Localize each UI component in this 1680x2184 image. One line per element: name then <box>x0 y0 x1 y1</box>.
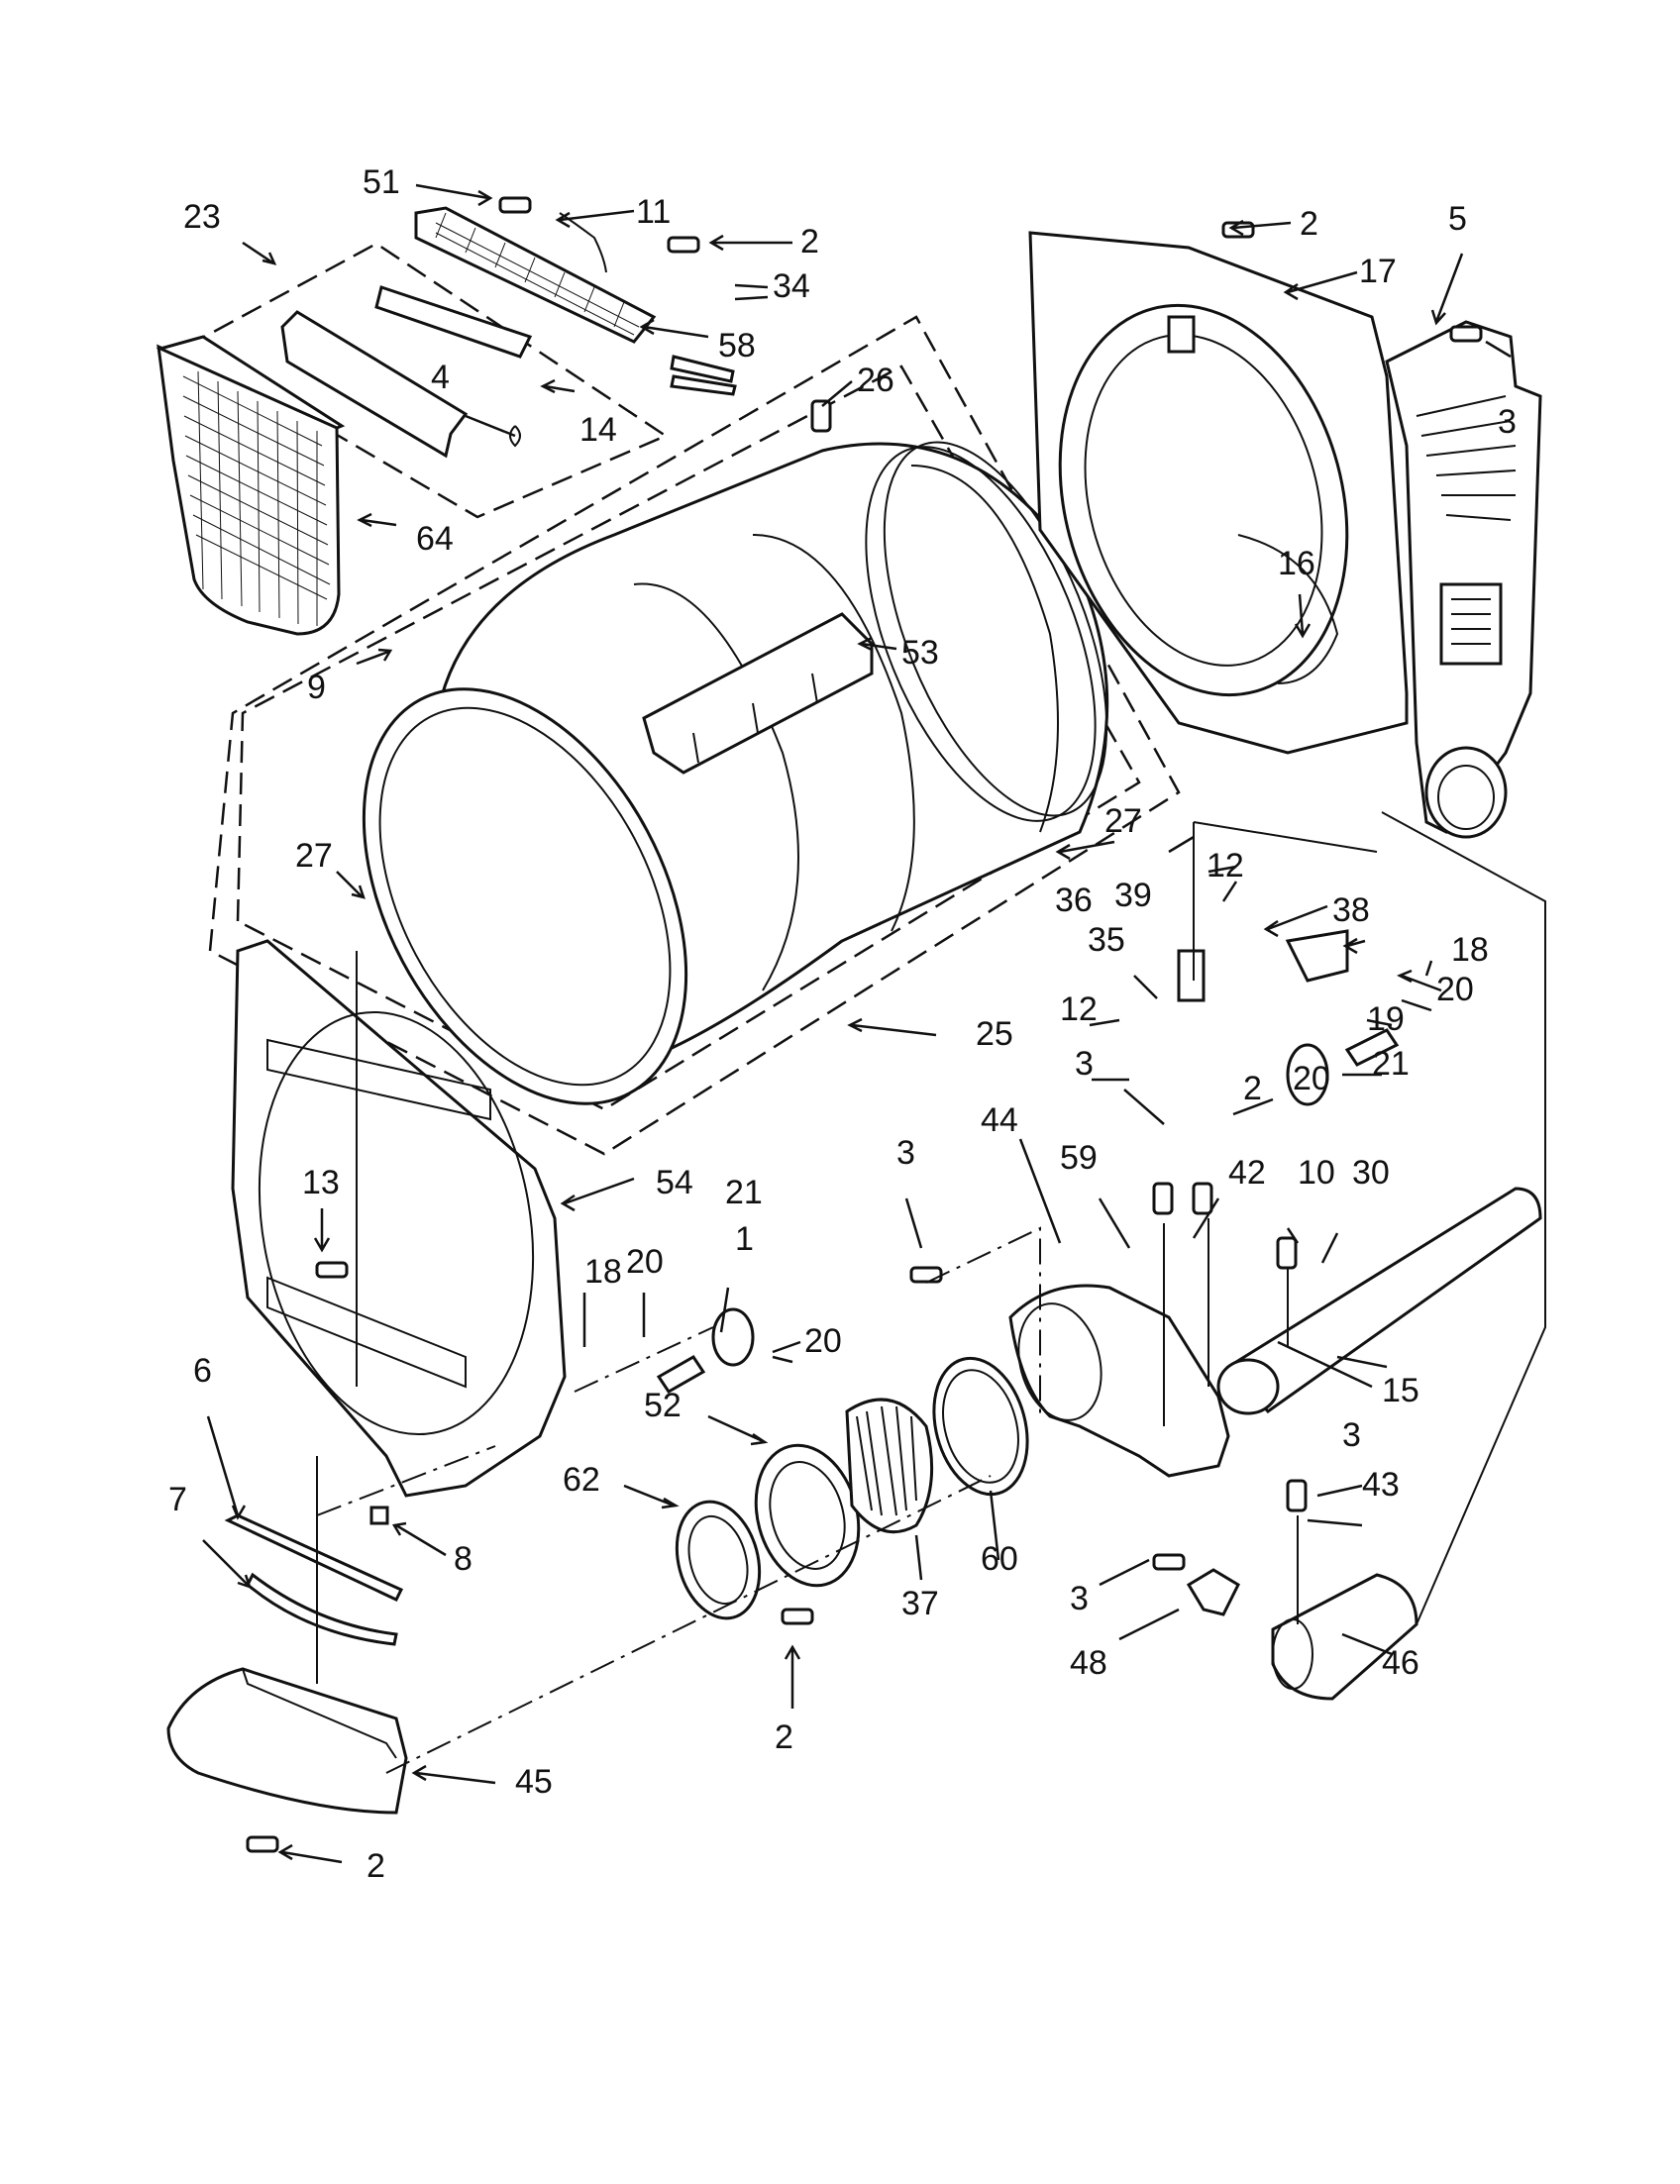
callout-51: 51 <box>363 163 400 201</box>
callout-1: 1 <box>735 1220 754 1258</box>
callout-2-bottom-center: 2 <box>775 1718 793 1756</box>
exhaust-duct <box>1216 1187 1542 1415</box>
lint-filter-housing <box>280 285 533 459</box>
callout-45: 45 <box>515 1763 553 1801</box>
callout-46: 46 <box>1382 1644 1419 1682</box>
blower-wheel <box>845 1398 934 1534</box>
callout-20-right-lower: 20 <box>1293 1060 1330 1097</box>
callout-labels: 51 11 2 34 58 23 4 14 64 26 53 9 27 27 2… <box>168 163 1517 1885</box>
thermostat-parts <box>656 929 1400 1394</box>
callout-35: 35 <box>1088 921 1125 959</box>
callout-39: 39 <box>1114 877 1152 914</box>
callout-27-left: 27 <box>295 837 333 875</box>
lint-screen <box>156 335 346 636</box>
callout-36: 36 <box>1055 882 1093 919</box>
callout-20-right-upper: 20 <box>1436 971 1474 1008</box>
callout-12-lower: 12 <box>1060 990 1098 1028</box>
callout-19: 19 <box>1367 1000 1405 1038</box>
lint-screen-mesh <box>182 370 331 626</box>
callout-12-upper: 12 <box>1207 847 1244 884</box>
blower-housing <box>1008 1284 1230 1478</box>
callout-18-left: 18 <box>584 1253 622 1291</box>
callout-34: 34 <box>773 267 810 305</box>
callout-17: 17 <box>1359 253 1397 290</box>
callout-58: 58 <box>718 327 756 364</box>
callout-52: 52 <box>644 1387 682 1424</box>
callout-3-lower-right: 3 <box>1342 1416 1361 1454</box>
gasket-strip <box>246 1572 398 1646</box>
heater-bracket <box>1186 1568 1240 1616</box>
lifter-baffle <box>642 612 874 775</box>
callout-8: 8 <box>454 1540 472 1578</box>
callout-2: 2 <box>800 223 819 260</box>
leader-lines <box>202 183 1512 1864</box>
callout-54: 54 <box>656 1164 693 1201</box>
callout-5: 5 <box>1448 200 1467 238</box>
callout-23: 23 <box>183 198 221 236</box>
callout-9: 9 <box>307 669 326 706</box>
callout-25: 25 <box>976 1015 1013 1053</box>
callout-21-left: 21 <box>725 1174 763 1211</box>
callout-20-left-upper: 20 <box>626 1243 664 1281</box>
rear-heater-panel <box>1385 320 1542 839</box>
callout-60: 60 <box>981 1540 1018 1578</box>
callout-26: 26 <box>857 362 894 399</box>
assembly-guide-lines <box>316 811 1546 1774</box>
callout-27-right: 27 <box>1104 802 1142 840</box>
callout-6: 6 <box>193 1352 212 1390</box>
drum <box>362 441 1109 1105</box>
callout-38: 38 <box>1332 891 1370 929</box>
callout-13: 13 <box>302 1164 340 1201</box>
callout-3-blower: 3 <box>896 1134 915 1172</box>
heater-cone <box>1271 1573 1418 1701</box>
callout-43: 43 <box>1362 1466 1400 1504</box>
lint-duct <box>166 1667 408 1815</box>
blower-gasket-60 <box>932 1356 1029 1497</box>
callout-14: 14 <box>579 411 617 449</box>
callout-4: 4 <box>431 359 450 396</box>
callout-10: 10 <box>1298 1154 1335 1192</box>
callout-37: 37 <box>901 1585 939 1622</box>
lint-duct-seal <box>224 1513 404 1602</box>
callout-44: 44 <box>981 1101 1018 1139</box>
callout-53: 53 <box>901 634 939 672</box>
callout-21-right: 21 <box>1372 1045 1410 1083</box>
callout-11: 11 <box>636 193 671 231</box>
blower-ring-62 <box>675 1500 762 1620</box>
callout-3-middle: 3 <box>1075 1045 1094 1083</box>
callout-59: 59 <box>1060 1139 1098 1177</box>
callout-3-bottom: 3 <box>1070 1580 1089 1617</box>
front-bulkhead <box>231 939 567 1498</box>
callout-18-right: 18 <box>1451 931 1489 969</box>
callout-2-middle: 2 <box>1243 1070 1262 1107</box>
callout-7: 7 <box>168 1481 187 1518</box>
callout-20-left-lower: 20 <box>804 1322 842 1360</box>
rear-bulkhead <box>1028 231 1409 755</box>
callout-42: 42 <box>1228 1154 1266 1192</box>
lint-filter-group-outline <box>183 242 669 519</box>
callout-48: 48 <box>1070 1644 1107 1682</box>
callout-3-top: 3 <box>1498 403 1517 441</box>
callout-62: 62 <box>563 1461 600 1499</box>
callout-2-top-right: 2 <box>1300 205 1318 243</box>
callout-15: 15 <box>1382 1372 1419 1409</box>
callout-64: 64 <box>416 520 454 558</box>
callout-16: 16 <box>1278 545 1315 582</box>
callout-30: 30 <box>1352 1154 1390 1192</box>
callout-2-bottom-left: 2 <box>367 1847 385 1885</box>
